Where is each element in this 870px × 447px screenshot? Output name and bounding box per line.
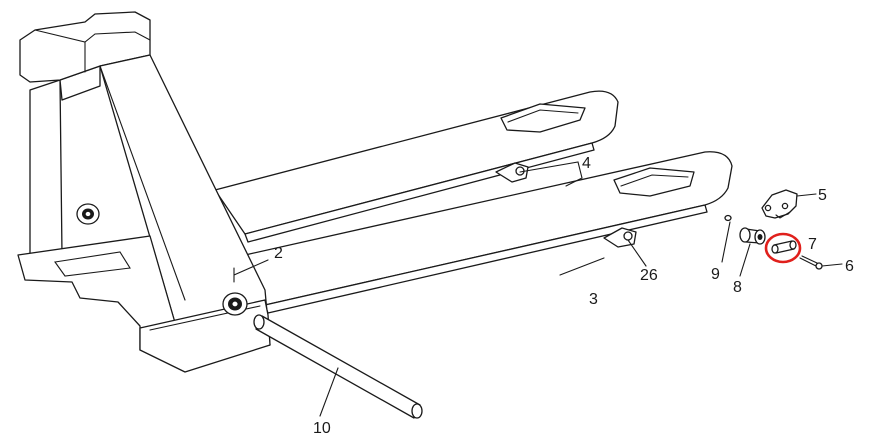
leader-lines bbox=[233, 161, 843, 417]
part-5-bracket bbox=[761, 189, 798, 219]
frame-bush-right bbox=[222, 292, 248, 316]
callout-3: 3 bbox=[589, 291, 598, 308]
callout-2: 2 bbox=[274, 245, 283, 262]
callout-8: 8 bbox=[733, 279, 742, 296]
part-10-rod bbox=[253, 314, 423, 419]
part-7-bushing bbox=[771, 240, 797, 254]
callout-5: 5 bbox=[818, 187, 827, 204]
callout-7: 7 bbox=[808, 236, 817, 253]
part-6-bolt bbox=[799, 255, 823, 270]
callout-6: 6 bbox=[845, 258, 854, 275]
part-8-roller bbox=[739, 227, 766, 245]
callout-labels: 2 3 4 5 6 7 8 9 10 26 bbox=[274, 155, 854, 437]
upper-fork bbox=[214, 90, 619, 243]
callout-10: 10 bbox=[313, 420, 331, 437]
part-7-highlight-ring bbox=[764, 232, 802, 264]
part-9-pin bbox=[724, 214, 732, 222]
callout-9: 9 bbox=[711, 266, 720, 283]
callout-26: 26 bbox=[640, 267, 658, 284]
frame-bush-left bbox=[76, 203, 100, 225]
lower-fork bbox=[244, 151, 733, 314]
main-frame bbox=[17, 11, 271, 373]
callout-4: 4 bbox=[582, 155, 591, 172]
